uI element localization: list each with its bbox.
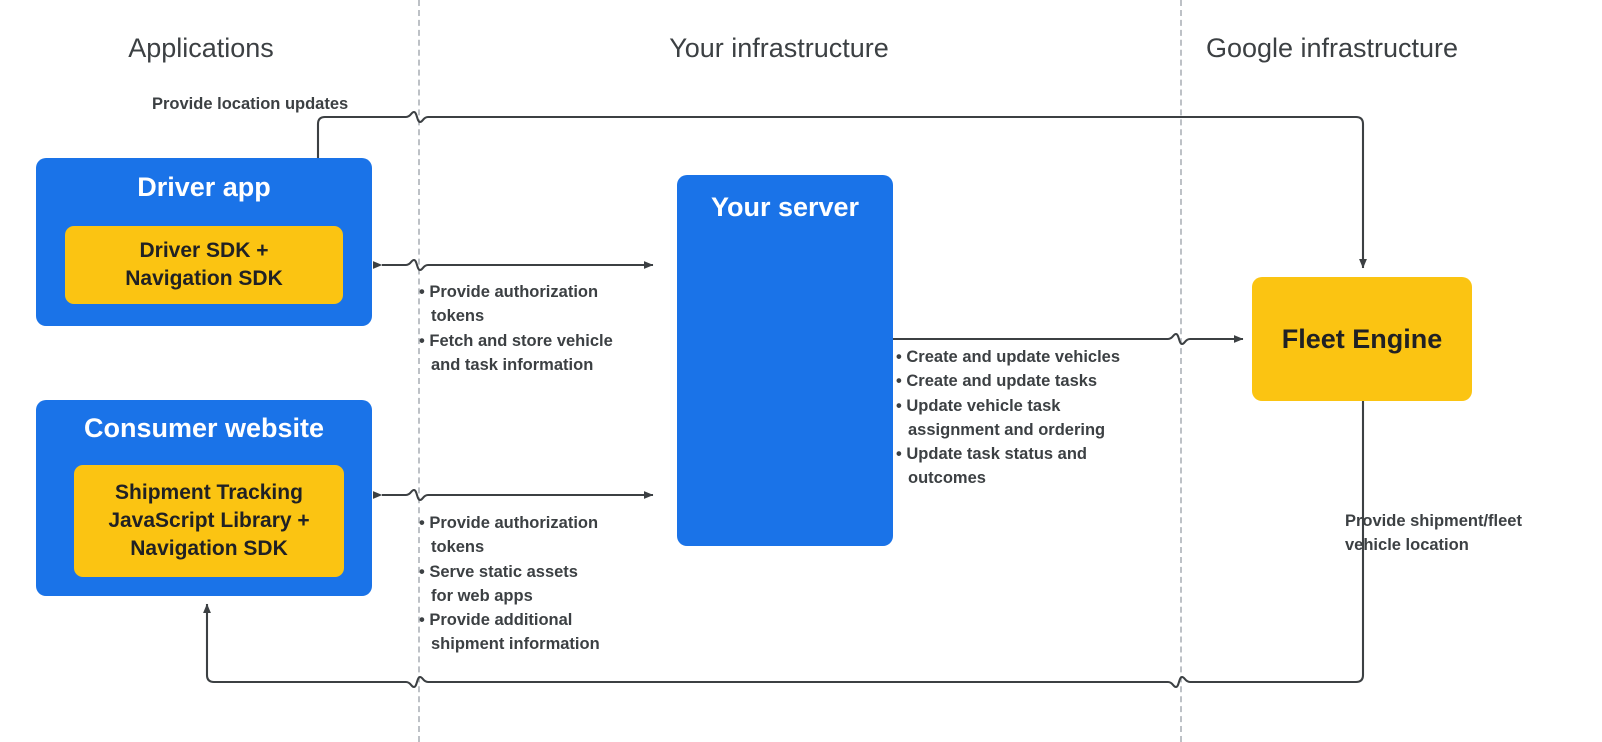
node-consumer-website-title: Consumer website: [83, 413, 325, 443]
bullets-consumer-to-server: Provide authorization tokens Serve stati…: [419, 511, 654, 657]
bullet-item: Update task status and outcomes: [896, 442, 1158, 491]
bullet-item: Fetch and store vehicle and task informa…: [419, 329, 654, 378]
bullets-server-to-fleet-engine: Create and update vehicles Create and up…: [896, 345, 1158, 491]
node-driver-app-sdk-label: Driver SDK + Navigation SDK: [125, 239, 283, 290]
wire-your-server-to-fleet-engine: [884, 332, 1244, 346]
bullets-driver-to-server: Provide authorization tokens Fetch and s…: [419, 280, 654, 377]
bullet-item: Create and update vehicles: [896, 345, 1158, 369]
bullet-item: Serve static assets for web apps: [419, 560, 654, 609]
node-fleet-engine-title: Fleet Engine: [1281, 323, 1443, 354]
node-consumer-website[interactable]: Consumer website Shipment Tracking JavaS…: [36, 400, 372, 596]
bullet-item: Provide authorization tokens: [419, 511, 654, 560]
node-driver-app-title: Driver app: [137, 172, 271, 202]
wire-driver-app-to-your-server: [372, 258, 654, 272]
wire-consumer-website-to-your-server: [372, 488, 654, 502]
node-driver-app[interactable]: Driver app Driver SDK + Navigation SDK: [36, 158, 372, 326]
zone-header-your-infrastructure: Your infrastructure: [669, 33, 889, 63]
annotation-provide-shipment-fleet-location: Provide shipment/fleet vehicle location: [1345, 512, 1522, 555]
bullet-item: Provide authorization tokens: [419, 280, 654, 329]
bullet-item: Update vehicle task assignment and order…: [896, 394, 1158, 443]
node-consumer-website-sdk-label: Shipment Tracking JavaScript Library + N…: [108, 481, 310, 560]
bullet-item: Provide additional shipment information: [419, 608, 654, 657]
divider-infrastructure-google: [1180, 0, 1182, 742]
node-driver-app-sdk-box[interactable]: Driver SDK + Navigation SDK: [65, 226, 343, 304]
bullet-item: Create and update tasks: [896, 369, 1158, 393]
annotation-provide-location-updates: Provide location updates: [152, 95, 349, 113]
node-your-server[interactable]: Your server: [677, 175, 893, 546]
zone-header-google-infrastructure: Google infrastructure: [1205, 33, 1459, 63]
node-your-server-title: Your server: [710, 192, 860, 222]
node-fleet-engine[interactable]: Fleet Engine: [1252, 277, 1472, 401]
zone-header-applications: Applications: [128, 33, 274, 63]
node-consumer-website-sdk-box[interactable]: Shipment Tracking JavaScript Library + N…: [74, 465, 344, 577]
